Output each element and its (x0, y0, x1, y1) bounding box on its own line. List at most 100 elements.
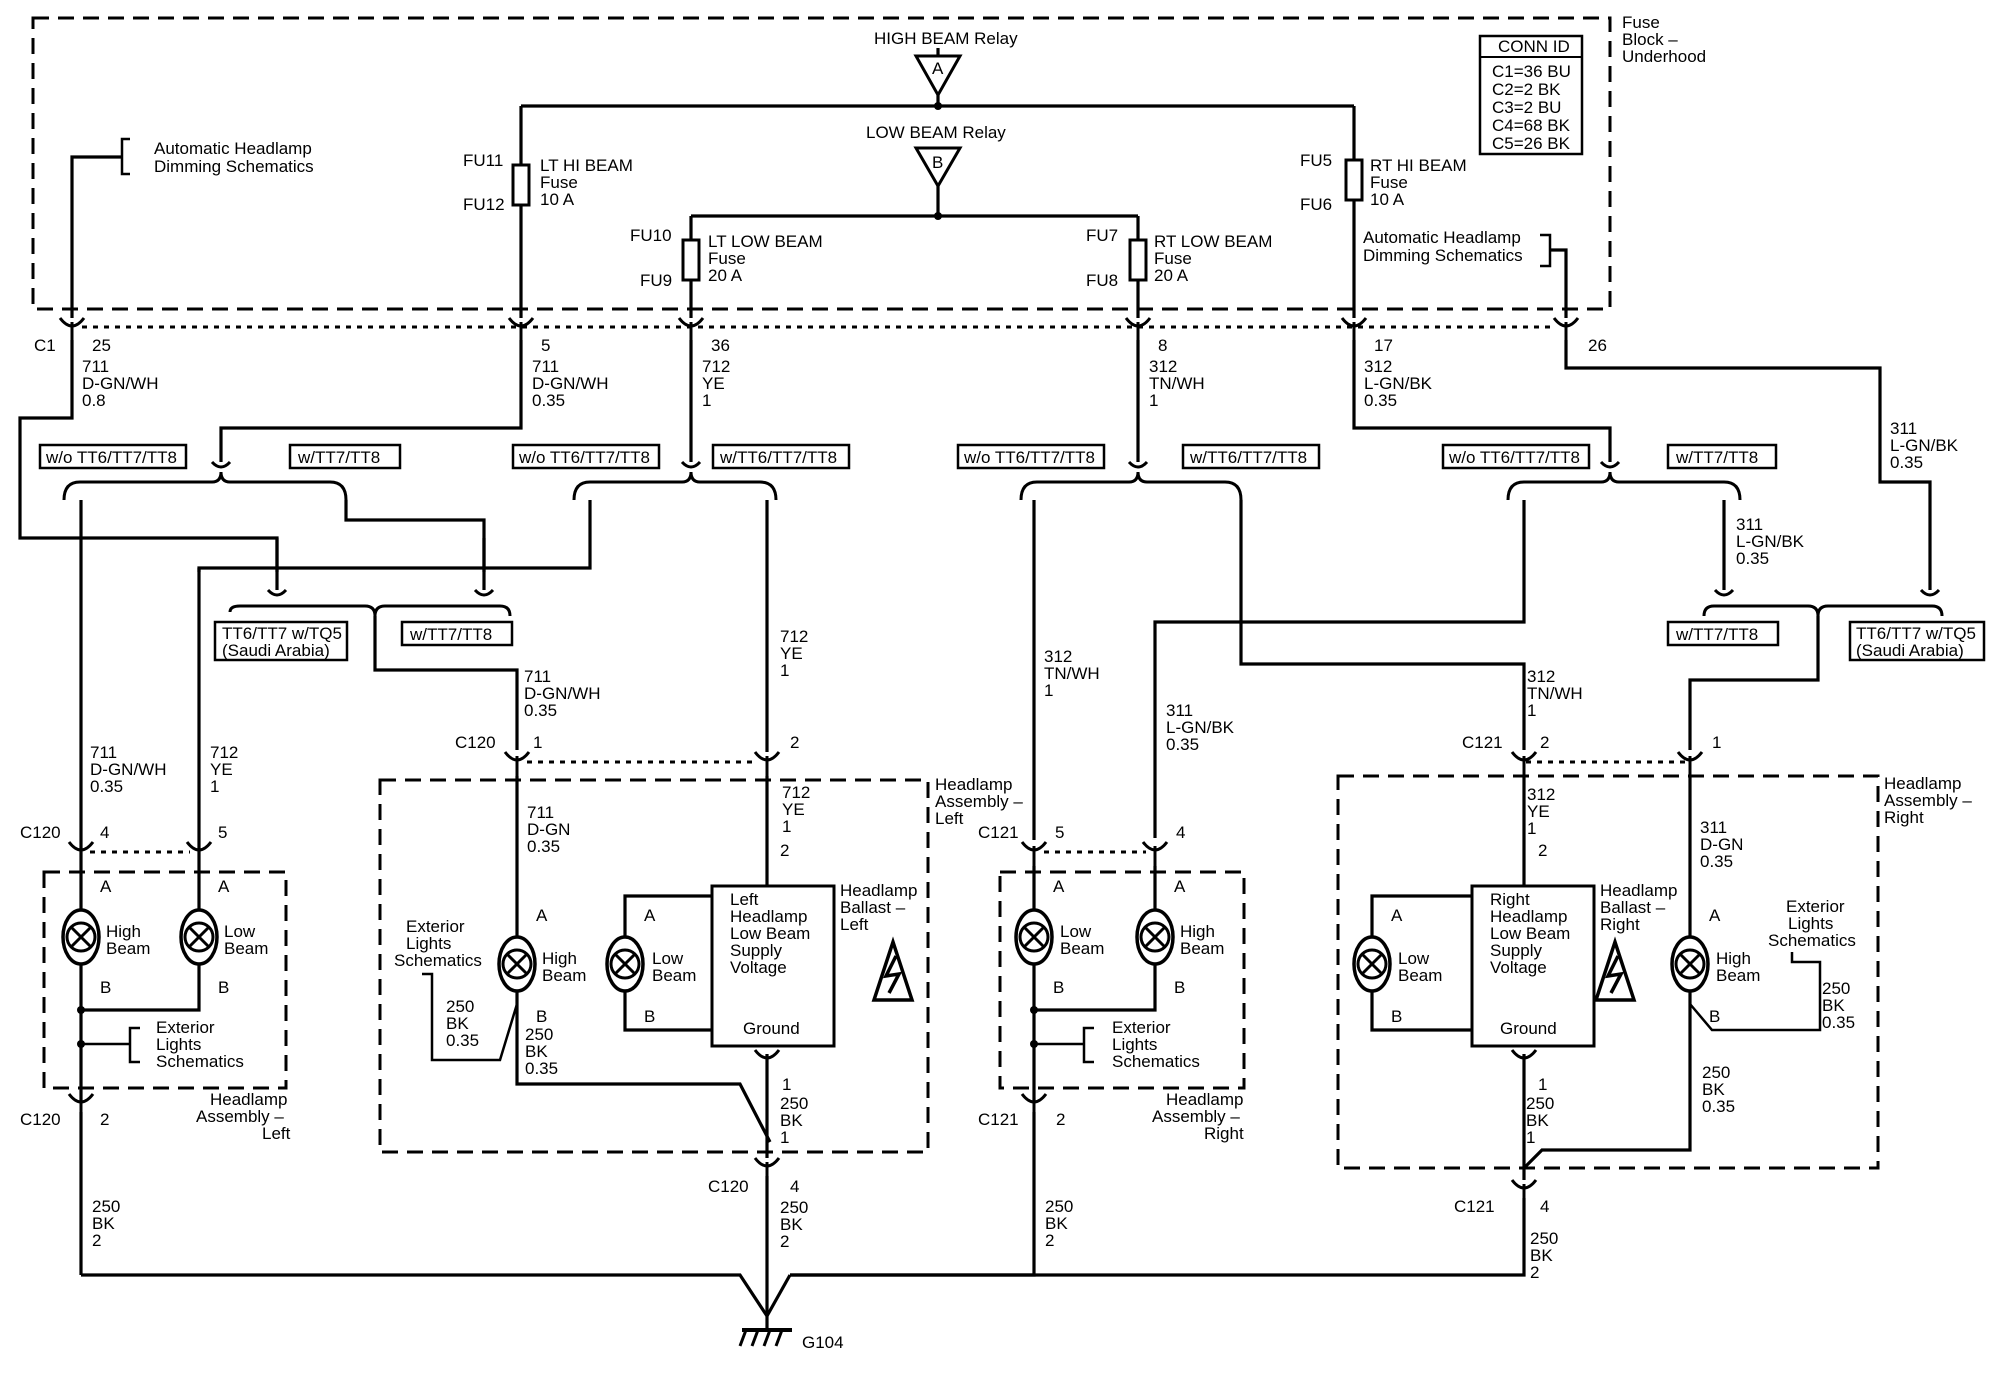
right-large-low-beam-lamp: A B Low Beam (1352, 894, 1472, 1032)
wire-label-311-mid: 311 L-GN/BK 0.35 (1736, 515, 1805, 568)
conn-id-table: CONN ID C1=36 BU C2=2 BK C3=2 BU C4=68 B… (1478, 34, 1584, 156)
svg-text:B: B (1053, 978, 1064, 997)
svg-text:Low: Low (1398, 949, 1430, 968)
svg-text:711: 711 (524, 667, 551, 686)
svg-text:Schematics: Schematics (156, 1052, 244, 1071)
svg-text:Headlamp: Headlamp (210, 1090, 288, 1109)
svg-text:Fuse: Fuse (1154, 249, 1192, 268)
svg-text:Right: Right (1490, 890, 1530, 909)
svg-text:w/o TT6/TT7/TT8: w/o TT6/TT7/TT8 (45, 448, 177, 467)
ballast-right-box: Right Headlamp Low Beam Supply Voltage G… (1470, 884, 1596, 1048)
svg-text:D-GN/WH: D-GN/WH (532, 374, 608, 393)
svg-text:0.35: 0.35 (527, 837, 560, 856)
svg-text:Low Beam: Low Beam (1490, 924, 1570, 943)
svg-text:312: 312 (1527, 667, 1555, 686)
c120-lamp-ground-label: C120 (20, 1110, 61, 1129)
svg-text:250: 250 (1822, 979, 1850, 998)
svg-text:250: 250 (1530, 1229, 1558, 1248)
option-labels-top: w/o TT6/TT7/TT8 w/TT7/TT8 w/o TT6/TT7/TT… (45, 448, 1758, 467)
wire-label-712-left: 712 YE 1 (210, 743, 238, 796)
right-high-beam-lamp: A B High Beam (1034, 866, 1224, 1012)
svg-text:HIGH BEAM Relay: HIGH BEAM Relay (874, 29, 1018, 48)
svg-text:36: 36 (711, 336, 730, 355)
svg-text:L-GN/BK: L-GN/BK (1166, 718, 1235, 737)
ballast-right-pin2: 2 (1538, 841, 1547, 860)
svg-text:FU11: FU11 (463, 151, 503, 170)
svg-text:Headlamp: Headlamp (1884, 774, 1962, 793)
svg-text:250: 250 (1702, 1063, 1730, 1082)
svg-text:20 A: 20 A (708, 266, 743, 285)
svg-text:Fuse: Fuse (1370, 173, 1408, 192)
c121-ground-connector (1510, 1179, 1538, 1198)
fuse-block-outline (31, 16, 1612, 311)
headlamp-assembly-right-small (998, 870, 1246, 1090)
fuse-lt-low-beam: FU10 FU9 LT LOW BEAM Fuse 20 A (630, 216, 823, 318)
svg-text:8: 8 (1158, 336, 1167, 355)
warning-icon-left (871, 936, 915, 1002)
svg-text:Headlamp: Headlamp (1600, 881, 1678, 900)
svg-text:Left: Left (840, 915, 869, 934)
assembly-left-label: Headlamp Assembly – Left (196, 1090, 291, 1143)
svg-text:Schematics: Schematics (1112, 1052, 1200, 1071)
wire-label-311-c121: 311 L-GN/BK 0.35 (1166, 701, 1235, 754)
svg-text:1: 1 (780, 1128, 789, 1147)
wire-label-312-mid: 312 TN/WH 1 (1044, 647, 1100, 700)
svg-text:Dimming Schematics: Dimming Schematics (154, 157, 314, 176)
svg-text:Low: Low (1060, 922, 1092, 941)
wire-label-712-ye-in: 712 YE 1 (782, 783, 810, 836)
svg-text:FU5: FU5 (1300, 151, 1332, 170)
svg-text:Beam: Beam (1060, 939, 1104, 958)
svg-text:BK: BK (1702, 1080, 1725, 1099)
svg-text:w/TT6/TT7/TT8: w/TT6/TT7/TT8 (719, 448, 837, 467)
svg-text:Lights: Lights (406, 934, 451, 953)
wire-label-711-035-top: 711 D-GN/WH 0.35 (532, 357, 608, 410)
ground-label: G104 (802, 1333, 844, 1352)
c120-ground-connector (753, 1157, 781, 1176)
svg-text:250: 250 (780, 1094, 808, 1113)
svg-text:10 A: 10 A (540, 190, 575, 209)
svg-text:D-GN: D-GN (527, 820, 570, 839)
c120-lamp-ground-pin: 2 (100, 1110, 109, 1129)
c1-connector: C1 25 5 36 8 17 26 (34, 336, 1607, 355)
svg-text:2: 2 (780, 1232, 789, 1251)
c121-lamp-connector (1020, 841, 1169, 866)
svg-text:Beam: Beam (542, 966, 586, 985)
svg-text:312: 312 (1149, 357, 1177, 376)
svg-text:BK: BK (92, 1214, 115, 1233)
svg-text:BK: BK (525, 1042, 548, 1061)
svg-text:(Saudi Arabia): (Saudi Arabia) (222, 641, 330, 660)
c120-lamp-label: C120 (20, 823, 61, 842)
svg-text:25: 25 (92, 336, 111, 355)
svg-text:BK: BK (1530, 1246, 1553, 1265)
svg-text:C2=2 BK: C2=2 BK (1492, 80, 1561, 99)
c121-pin-2: 2 (1540, 733, 1549, 752)
c121-lamp-pin5: 5 (1055, 823, 1064, 842)
option-boxes-top (38, 443, 1778, 470)
svg-text:250: 250 (92, 1197, 120, 1216)
c121-lamp-ground-pin: 2 (1056, 1110, 1065, 1129)
ext-lights-left-large: Exterior Lights Schematics (394, 917, 482, 970)
svg-text:Exterior: Exterior (406, 917, 465, 936)
svg-text:Fuse: Fuse (540, 173, 578, 192)
svg-text:Assembly –: Assembly – (196, 1107, 284, 1126)
svg-text:High: High (542, 949, 577, 968)
c121-ground-pin: 4 (1540, 1197, 1549, 1216)
svg-text:0.35: 0.35 (524, 701, 557, 720)
ext-lights-right-large: Exterior Lights Schematics (1768, 897, 1856, 950)
svg-text:Lights: Lights (156, 1035, 201, 1054)
c1-terminals (58, 317, 1580, 340)
svg-text:Beam: Beam (1716, 966, 1760, 985)
ballast-left-label: Headlamp Ballast – Left (840, 881, 918, 934)
svg-text:A: A (100, 877, 112, 896)
svg-text:YE: YE (782, 800, 805, 819)
wire-label-311-right: 311 L-GN/BK 0.35 (1890, 419, 1959, 472)
c120-pin-1: 1 (533, 733, 542, 752)
left-high-beam-lamp: A B High Beam (61, 866, 150, 1102)
svg-text:LT HI BEAM: LT HI BEAM (540, 156, 633, 175)
svg-text:17: 17 (1374, 336, 1393, 355)
c121-lamp-pin4: 4 (1176, 823, 1185, 842)
c121-upper-label: C121 (1462, 733, 1503, 752)
svg-text:A: A (932, 59, 944, 78)
svg-text:YE: YE (780, 644, 803, 663)
svg-text:A: A (218, 877, 230, 896)
